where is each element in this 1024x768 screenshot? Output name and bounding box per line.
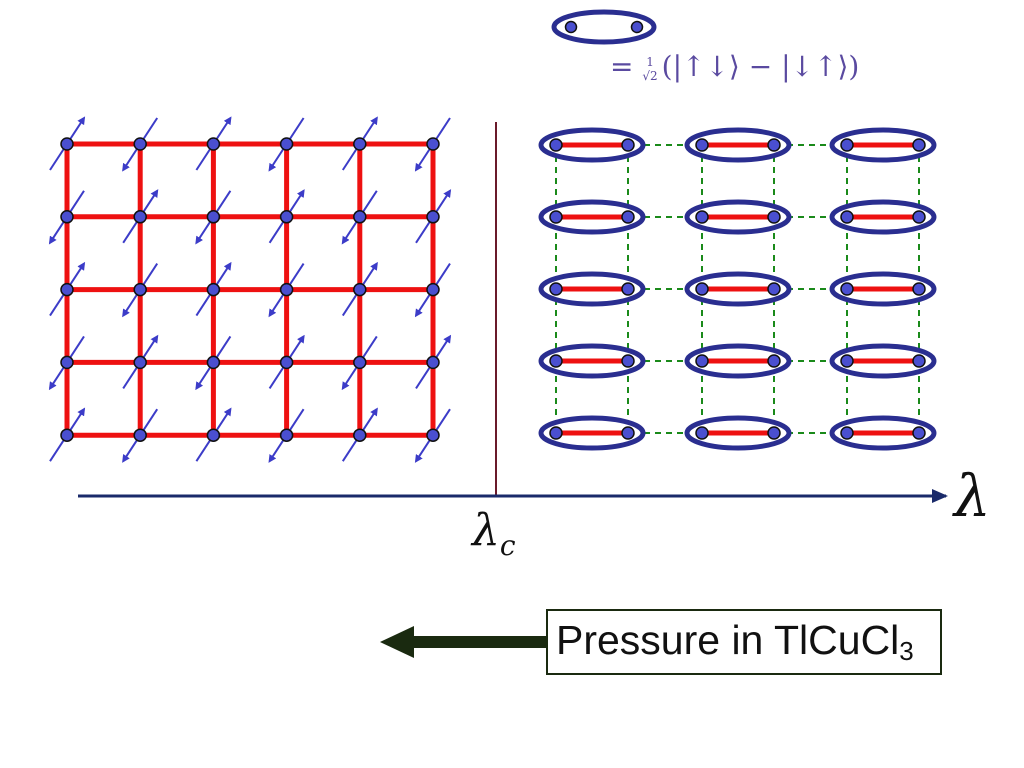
lattice-site (206, 282, 221, 297)
lattice-site (133, 137, 147, 151)
dimer-site (840, 426, 854, 440)
dimer-site (912, 426, 926, 440)
dimer-site (695, 210, 709, 224)
pressure-arrow (380, 626, 546, 658)
dimer-site (912, 354, 926, 368)
fraction-numerator: 1 (646, 54, 654, 69)
dimer-site (767, 354, 781, 368)
dimer-site (549, 426, 563, 440)
pressure-label: Pressure in TlCuCl3 (556, 617, 914, 666)
lattice-site (133, 355, 147, 370)
dimer-site (621, 138, 635, 152)
dimer-site (840, 210, 854, 224)
lambda-critical-label: λc (472, 505, 516, 562)
pressure-label-text: Pressure in TlCuCl (556, 617, 900, 663)
lattice-site (60, 282, 74, 297)
lattice-site (353, 210, 367, 224)
dimer-site (621, 426, 635, 440)
dimer-site (767, 210, 781, 224)
singlet-state-equation: = 1 √2 (|↑↓⟩ − |↓↑⟩) (610, 50, 859, 83)
dimer-site (840, 354, 854, 368)
dimer-site (767, 138, 781, 152)
lattice-site (426, 137, 440, 151)
lattice-site (279, 282, 294, 297)
lattice-site (206, 137, 221, 151)
dimer-site (695, 138, 709, 152)
dimer-site (912, 138, 926, 152)
dimer-site (695, 354, 709, 368)
lattice-site (426, 282, 440, 297)
left-lattice-sites (60, 137, 440, 442)
lattice-site (426, 210, 440, 224)
lattice-site (133, 428, 147, 442)
fraction-denominator: √2 (642, 68, 658, 83)
lattice-site (133, 282, 147, 297)
pressure-label-box: Pressure in TlCuCl3 (546, 609, 942, 675)
lattice-site (60, 210, 74, 224)
left-lattice-bonds (64, 141, 436, 438)
lattice-site (206, 428, 221, 442)
lattice-site (206, 210, 221, 224)
lattice-site (426, 355, 440, 370)
lattice-site (206, 355, 221, 370)
singlet-ket-expression: (|↑↓⟩ − |↓↑⟩) (661, 50, 860, 83)
lattice-site (426, 428, 440, 442)
lambda-critical-symbol: λ (472, 505, 500, 556)
dimer-site (621, 282, 635, 296)
singlet-fraction: 1 √2 (642, 55, 657, 83)
dimer-site (549, 138, 563, 152)
lattice-site (60, 355, 74, 370)
dimer-site (549, 282, 563, 296)
dimer-site (912, 282, 926, 296)
dimer-site (767, 282, 781, 296)
dimer-site (695, 426, 709, 440)
dimer-site (549, 210, 563, 224)
lattice-site (279, 210, 294, 224)
dimer-site (621, 354, 635, 368)
dimer-site (695, 282, 709, 296)
lattice-site (353, 428, 367, 442)
lattice-site (60, 137, 74, 151)
lattice-site (353, 282, 367, 297)
singlet-dimer-legend (551, 9, 657, 45)
lattice-site (353, 137, 367, 151)
lambda-axis-label: λ (954, 462, 991, 530)
dimer-site (840, 282, 854, 296)
lattice-site (60, 428, 74, 442)
dimer-site (621, 210, 635, 224)
lattice-site (353, 355, 367, 370)
dimer-site (840, 138, 854, 152)
dimer-site (549, 354, 563, 368)
dimer-site (912, 210, 926, 224)
singlet-equals: = (610, 50, 634, 83)
lattice-site (279, 428, 294, 442)
lattice-site (133, 210, 147, 224)
lambda-critical-subscript: c (499, 529, 516, 562)
dimer-site (767, 426, 781, 440)
pressure-label-subscript: 3 (899, 636, 914, 666)
right-dimers (538, 127, 937, 451)
lattice-site (279, 355, 294, 370)
lattice-site (279, 137, 294, 151)
